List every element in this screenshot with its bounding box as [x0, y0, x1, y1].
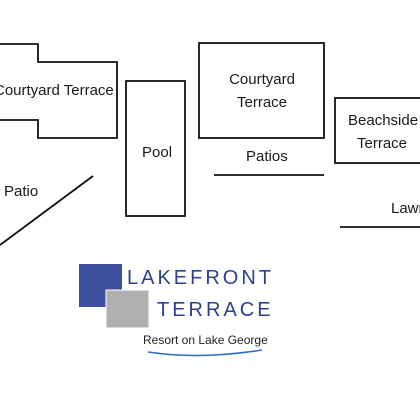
beachside-terrace-label-line1: Beachside: [348, 112, 419, 129]
courtyard-terrace-center-outline: [198, 42, 325, 139]
courtyard-terrace-center-label-line1: Courtyard: [229, 71, 295, 88]
logo-line1: LAKEFRONT: [127, 267, 275, 289]
logo-wave: [147, 349, 263, 357]
logo-tagline: Resort on Lake George: [143, 333, 268, 347]
patio-label: Patio: [4, 183, 39, 200]
pool-label: Pool: [142, 144, 173, 161]
beachside-terrace-label-line2: Terrace: [357, 135, 408, 152]
lawn-label: Lawn: [391, 200, 420, 217]
beachside-terrace-outline: [334, 97, 420, 164]
patios-label: Patios: [246, 148, 288, 165]
courtyard-terrace-left-outline: [0, 43, 118, 139]
pool-outline: [125, 80, 186, 217]
courtyard-terrace-center-label-line2: Terrace: [236, 94, 288, 111]
courtyard-terrace-left-label: Courtyard Terrace: [0, 82, 114, 99]
patio-line: [0, 175, 94, 246]
logo-line2: TERRACE: [157, 299, 274, 321]
logo-gray-square: [105, 289, 150, 329]
